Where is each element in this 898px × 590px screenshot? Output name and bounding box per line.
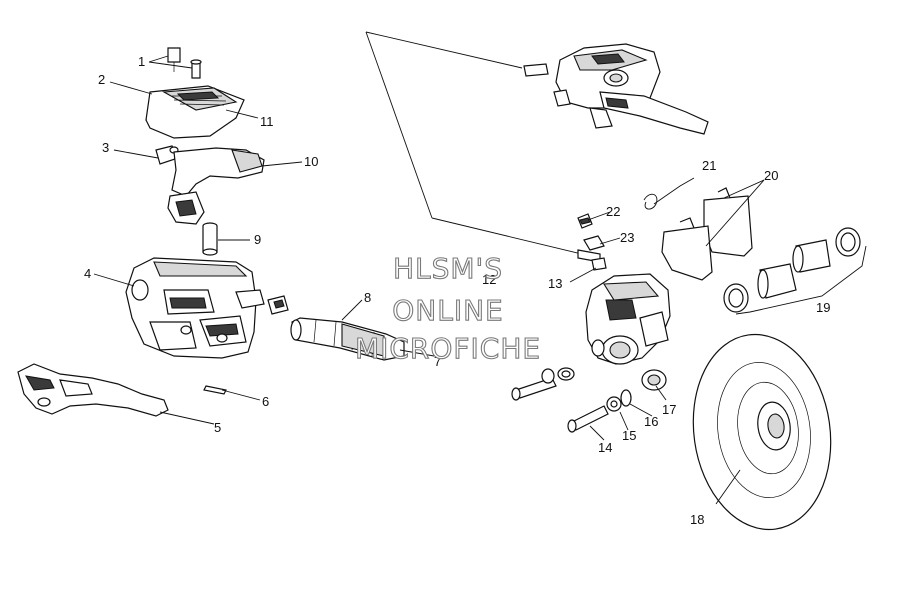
callout-2: 2 xyxy=(98,72,105,87)
part-3-10-bracket xyxy=(155,145,265,225)
watermark-line-2: ONLINE xyxy=(392,294,503,327)
callout-7: 7 xyxy=(434,354,441,369)
callout-11: 11 xyxy=(260,114,274,129)
part-18-brake-disc xyxy=(692,333,832,531)
callout-17: 17 xyxy=(662,402,676,417)
part-19-pistons-seals xyxy=(723,227,867,315)
leader-lines xyxy=(93,55,765,505)
part-2-reservoir-cover xyxy=(145,85,245,139)
callout-5: 5 xyxy=(214,420,221,435)
callout-1: 1 xyxy=(138,54,145,69)
callout-6: 6 xyxy=(262,394,269,409)
callout-16: 16 xyxy=(644,414,658,429)
part-8-hose-sleeve xyxy=(290,317,405,361)
callout-9: 9 xyxy=(254,232,261,247)
caliper-bolts xyxy=(511,367,632,433)
callout-12: 12 xyxy=(482,272,496,287)
part-1-screw xyxy=(167,47,202,79)
watermark-line-3: MICROFICHE xyxy=(355,332,541,365)
callout-13: 13 xyxy=(548,276,562,291)
callout-labels: 1 2 3 4 5 6 7 8 9 10 11 12 13 14 15 16 1… xyxy=(84,54,830,527)
callout-15: 15 xyxy=(622,428,636,443)
callout-19: 19 xyxy=(816,300,830,315)
part-9-pin xyxy=(202,222,218,256)
part-5-brake-lever xyxy=(17,363,169,417)
callout-8: 8 xyxy=(364,290,371,305)
callout-22: 22 xyxy=(606,204,620,219)
part-6-clip xyxy=(203,385,227,395)
callout-18: 18 xyxy=(690,512,704,527)
caliper-body xyxy=(585,273,671,391)
callout-21: 21 xyxy=(702,158,716,173)
part-22-23-hardware xyxy=(577,213,607,271)
callout-3: 3 xyxy=(102,140,109,155)
callout-23: 23 xyxy=(620,230,634,245)
part-4-master-cylinder-body xyxy=(125,257,265,359)
callout-4: 4 xyxy=(84,266,91,281)
callout-14: 14 xyxy=(598,440,612,455)
hose-fitting-left xyxy=(267,295,289,315)
part-21-spring-clip xyxy=(643,177,695,210)
callout-20: 20 xyxy=(764,168,778,183)
part-20-brake-pads xyxy=(661,187,753,281)
callout-10: 10 xyxy=(304,154,318,169)
watermark: HLSM'S ONLINE MICROFICHE xyxy=(354,251,541,365)
handlebar-control-housing xyxy=(365,31,709,135)
watermark-line-1: HLSM'S xyxy=(393,252,503,285)
